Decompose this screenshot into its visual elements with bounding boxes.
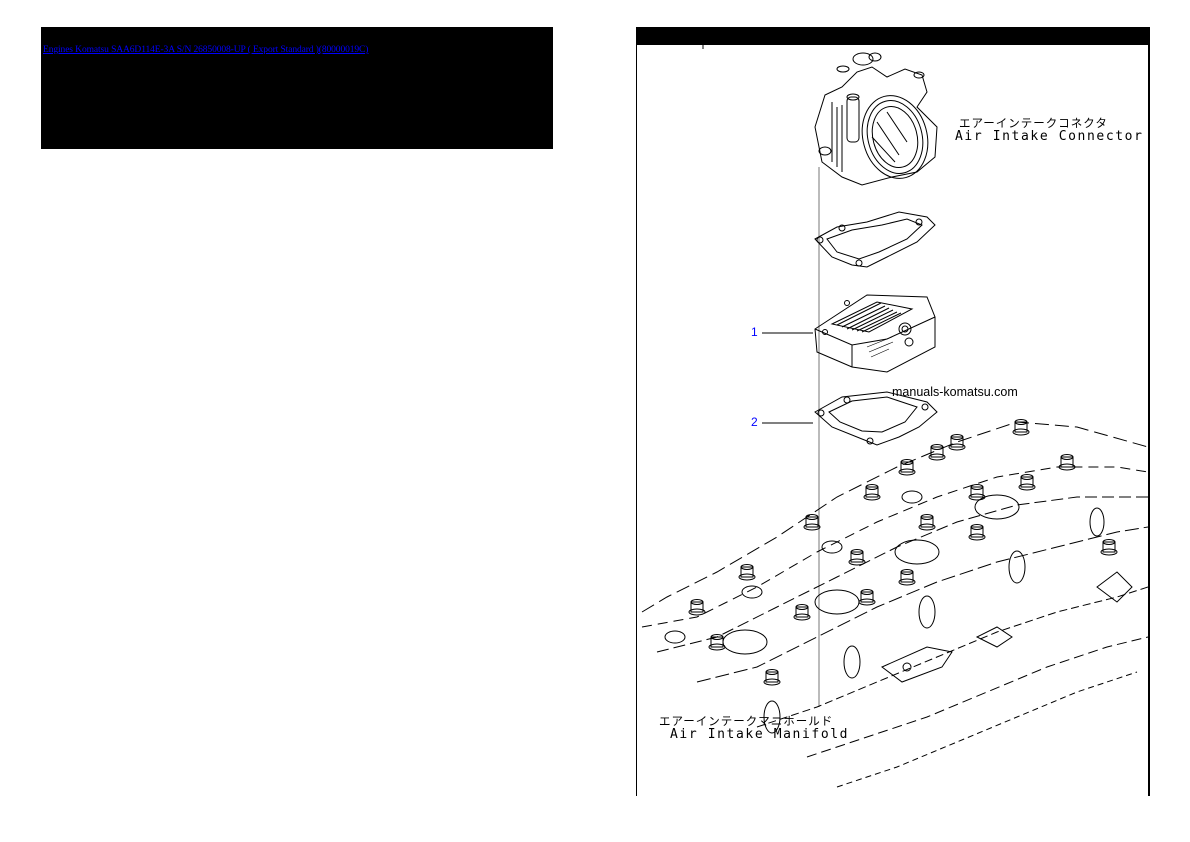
breadcrumb: Engines Komatsu SAA6D114E-3A S/N 2685000…	[43, 45, 368, 55]
air-intake-connector-label-jp: エアーインテークコネクタ	[959, 116, 1108, 130]
watermark-text: manuals-komatsu.com	[892, 385, 1018, 399]
exploded-view-illustration	[641, 45, 1148, 788]
air-intake-manifold-label-en: Air Intake Manifold	[670, 727, 850, 742]
cylinder-head-manifold-drawing	[641, 419, 1148, 788]
diagram-header-bar	[637, 27, 1148, 45]
heater-block-drawing	[814, 294, 936, 373]
callout-2[interactable]: 2	[751, 415, 758, 429]
upper-gasket-drawing	[814, 211, 936, 268]
callout-1[interactable]: 1	[751, 325, 758, 339]
breadcrumb-link-model[interactable]: SAA6D114E-3A S/N 26850008-UP ( Export St…	[111, 45, 369, 55]
breadcrumb-link-engines-komatsu[interactable]: Engines Komatsu	[43, 45, 109, 55]
air-intake-connector-label-en: Air Intake Connector	[955, 129, 1144, 144]
title-box: Engines Komatsu SAA6D114E-3A S/N 2685000…	[41, 27, 553, 149]
air-intake-connector-drawing	[814, 52, 938, 186]
air-intake-manifold-label-jp: エアーインテークマニホールド	[659, 714, 834, 728]
parts-diagram-panel: 1 2 エアーインテークコネクタ Air Intake Connector エア…	[636, 27, 1150, 796]
lower-gasket-drawing	[814, 391, 938, 446]
bolts	[688, 419, 1118, 686]
